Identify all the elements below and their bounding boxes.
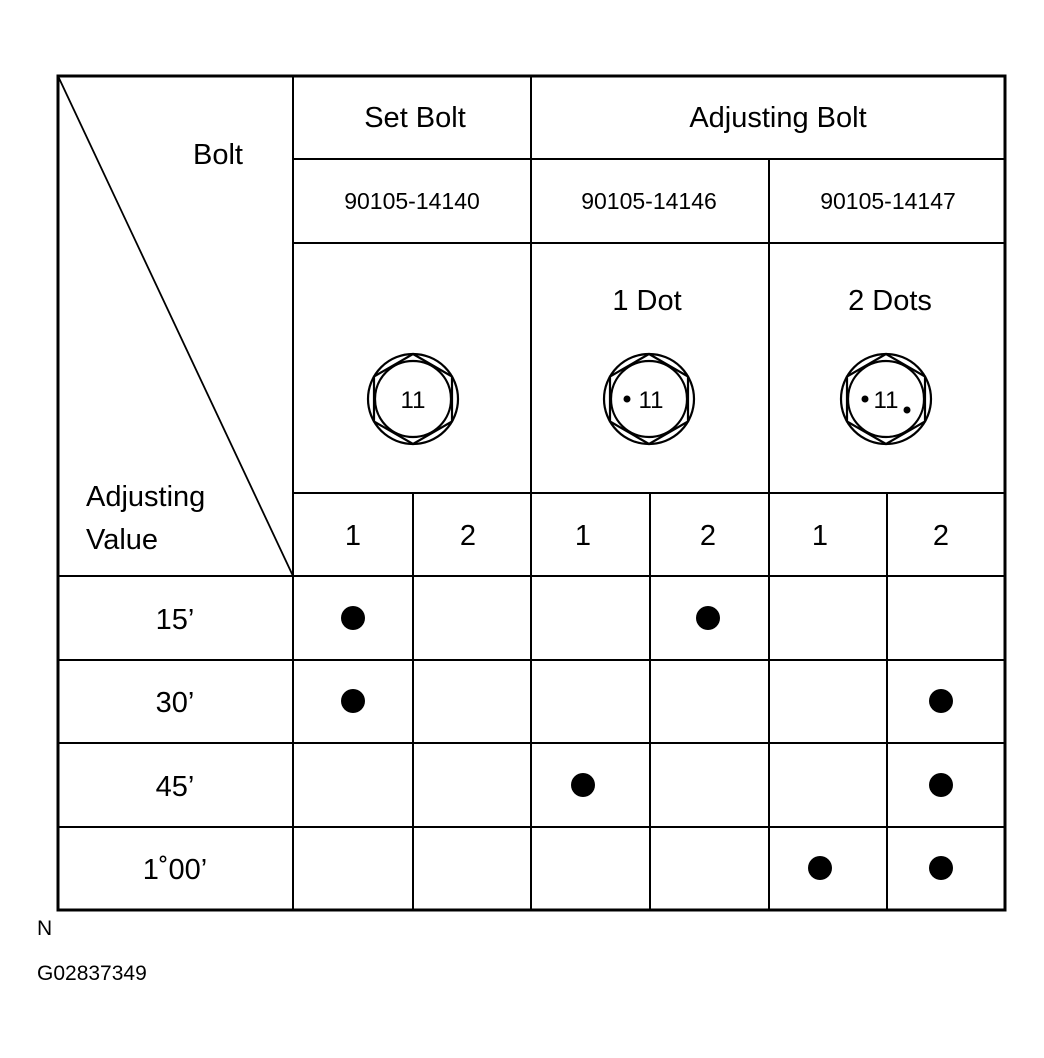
sub-column-header: 2 (933, 520, 949, 552)
group-header-set-bolt: Set Bolt (364, 102, 466, 134)
group-header-adjusting-bolt: Adjusting Bolt (689, 102, 866, 134)
corner-diagonal (57, 75, 294, 577)
corner-adjusting-label: Adjusting (86, 481, 205, 513)
selection-dot (929, 856, 953, 880)
row-value-label: 30’ (156, 687, 195, 719)
selection-dot (341, 689, 365, 713)
bolt-mark-label: 2 Dots (848, 285, 932, 317)
sub-column-header: 1 (345, 520, 361, 552)
corner-value-label: Value (86, 524, 158, 556)
adjusting-value-rows: 15’ 30’ 45’ 1˚00’ (143, 604, 953, 886)
part-number: 90105-14140 (344, 188, 480, 214)
row-value-label: 45’ (156, 771, 195, 803)
selection-dot (341, 606, 365, 630)
figure-id: G02837349 (37, 962, 147, 985)
part-number: 90105-14146 (581, 188, 717, 214)
row-value-label: 1˚00’ (143, 854, 208, 886)
part-number: 90105-14147 (820, 188, 956, 214)
bolt-head-dot (903, 406, 911, 414)
sub-column-header: 1 (812, 520, 828, 552)
bolt-head-icon (366, 352, 460, 446)
row-value-label: 15’ (156, 604, 195, 636)
bolt-head-dot (623, 395, 631, 403)
bolt-head-number: 11 (639, 387, 664, 414)
selection-dot (808, 856, 832, 880)
bolt-mark-label: 1 Dot (612, 285, 681, 317)
orientation-label: N (37, 917, 53, 940)
bolt-head-icon (839, 352, 933, 446)
selection-dot (696, 606, 720, 630)
bolt-head-dot (861, 395, 869, 403)
bolt-head-icon (602, 352, 696, 446)
selection-dot (929, 689, 953, 713)
bolt-head-number: 11 (874, 387, 899, 414)
selection-dot (929, 773, 953, 797)
bolt-head-number: 11 (401, 387, 426, 414)
table-grid (56, 74, 1007, 912)
corner-bolt-label: Bolt (193, 139, 243, 171)
sub-column-header: 1 (575, 520, 591, 552)
selection-dot (571, 773, 595, 797)
sub-column-header: 2 (700, 520, 716, 552)
sub-column-headers: 1 2 1 2 1 2 (345, 520, 949, 552)
sub-column-header: 2 (460, 520, 476, 552)
